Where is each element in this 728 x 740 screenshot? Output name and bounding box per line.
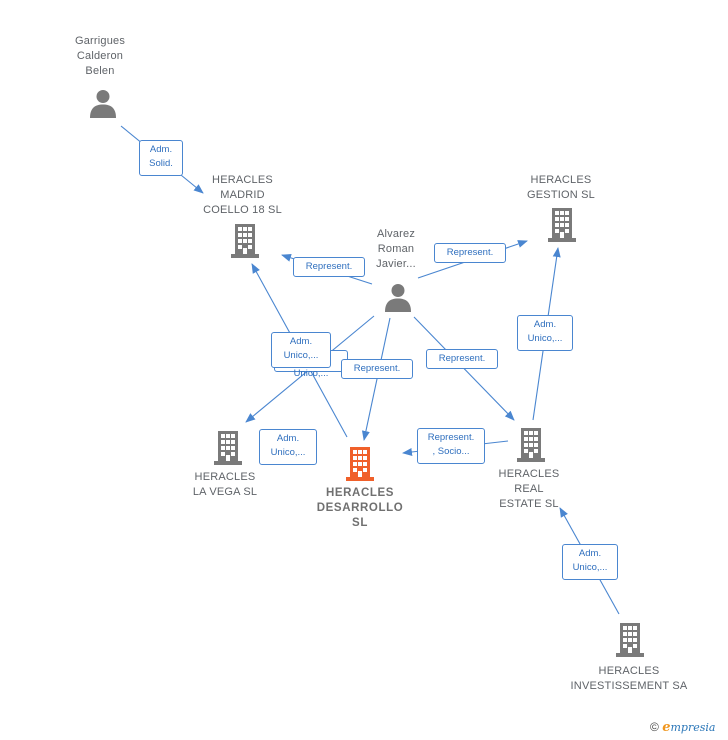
node-label-alvarez[interactable]: Alvarez Roman Javier...: [376, 228, 416, 270]
edge-label-garrigues-madrid[interactable]: Adm. Solid.: [139, 140, 183, 176]
edge-alvarez-desarrollo: [361, 317, 391, 441]
copyright-symbol: ©: [650, 720, 659, 734]
node-label-garrigues[interactable]: Garrigues Calderon Belen: [74, 35, 126, 77]
edge-label-investissement-realestate[interactable]: Adm. Unico,...: [562, 544, 618, 580]
edge-label-realestate-desarrollo[interactable]: Represent. , Socio...: [417, 428, 485, 464]
person-icon[interactable]: [90, 90, 116, 118]
building-icon[interactable]: [616, 623, 644, 657]
building-icon[interactable]: [548, 208, 576, 242]
node-label-gestion[interactable]: HERACLES GESTION SL: [526, 174, 596, 201]
edge-label-alvarez-gestion[interactable]: Represent.: [434, 243, 506, 263]
edge-label-alvarez-lavega[interactable]: Adm. Unico,...: [271, 332, 331, 368]
edge-label-alvarez-desarrollo[interactable]: Represent.: [341, 359, 413, 379]
building-icon[interactable]: [346, 447, 374, 481]
node-label-desarrollo[interactable]: HERACLES DESARROLLO SL: [316, 487, 404, 529]
node-label-investissement[interactable]: HERACLES INVESTISSEMENT SA: [570, 665, 688, 692]
empresia-logo: empresia: [662, 720, 716, 735]
edge-label-alvarez-madrid[interactable]: Represent.: [293, 257, 365, 277]
empresia-credit[interactable]: © empresia: [650, 720, 715, 735]
building-icon[interactable]: [231, 224, 259, 258]
building-icon[interactable]: [214, 431, 242, 465]
node-label-lavega[interactable]: HERACLES LA VEGA SL: [192, 471, 258, 498]
edge-label-desarrollo-lavega[interactable]: Adm. Unico,...: [259, 429, 317, 465]
edge-label-alvarez-realestate[interactable]: Represent.: [426, 349, 498, 369]
node-label-madrid[interactable]: HERACLES MADRID COELLO 18 SL: [203, 174, 282, 216]
node-label-realestate[interactable]: HERACLES REAL ESTATE SL: [498, 468, 560, 510]
edge-label-realestate-gestion[interactable]: Adm. Unico,...: [517, 315, 573, 351]
building-icon[interactable]: [517, 428, 545, 462]
person-icon[interactable]: [385, 284, 411, 312]
